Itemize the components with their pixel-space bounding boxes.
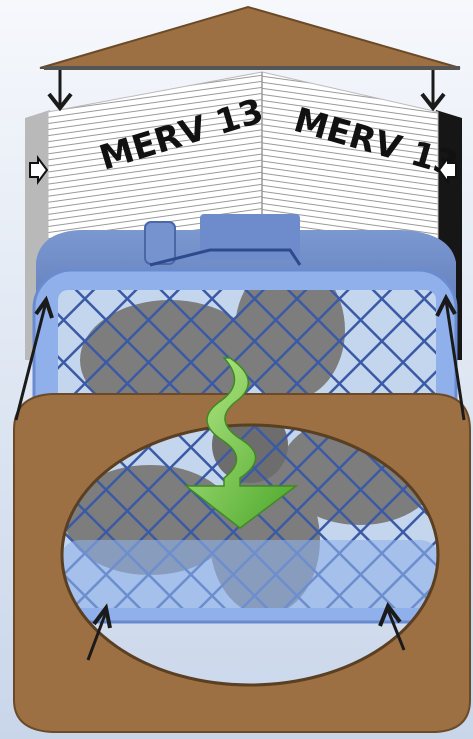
fan-control-block — [200, 214, 300, 260]
fan-handle — [145, 222, 175, 264]
fan-through-hole — [60, 540, 440, 610]
